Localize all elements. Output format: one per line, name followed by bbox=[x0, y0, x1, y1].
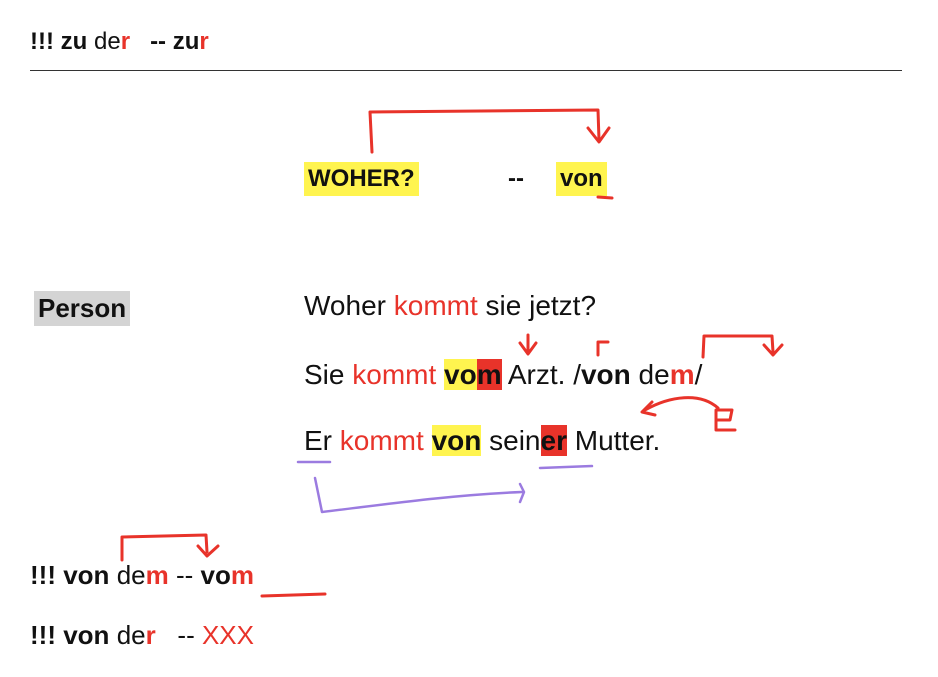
ink-arrowhead-seiner bbox=[640, 400, 657, 417]
ink-arrow-woher-von bbox=[368, 108, 601, 154]
rule-2: !!! von der -- XXX bbox=[30, 620, 254, 651]
category-person: Person bbox=[34, 291, 131, 326]
ink-purple-arrowhead bbox=[518, 482, 526, 504]
rule1-m: m bbox=[145, 560, 169, 590]
ink-arrow-von-dem bbox=[701, 334, 775, 359]
s2-m: m bbox=[476, 359, 502, 390]
header-r1: r bbox=[120, 28, 131, 55]
header-r2: r bbox=[199, 28, 209, 55]
rule1-marks: !!! bbox=[30, 560, 56, 590]
s2-de: de bbox=[638, 359, 670, 390]
ink-tick-r bbox=[596, 340, 610, 357]
rule2-dash: -- bbox=[177, 620, 195, 650]
header-line: !!! zu der -- zur bbox=[30, 28, 209, 56]
rule1-de: de bbox=[116, 560, 146, 590]
ink-arrowhead-woher-von bbox=[586, 126, 611, 144]
ink-arrowhead-von-dem bbox=[762, 343, 784, 357]
sentence-1: Woher kommt sie jetzt? bbox=[304, 290, 596, 322]
woher-von: von bbox=[556, 162, 607, 196]
s1-woher: Woher bbox=[304, 290, 386, 321]
ink-arrow-seiner bbox=[643, 396, 720, 412]
woher-question: WOHER? bbox=[304, 162, 419, 196]
s1-kommt: kommt bbox=[393, 290, 478, 321]
ink-underline-von-n bbox=[596, 195, 614, 200]
s3-kommt: kommt bbox=[339, 425, 424, 456]
ink-underline-rule1-vom bbox=[260, 592, 327, 598]
ink-arrowhead-vom bbox=[518, 341, 538, 356]
s3-von: von bbox=[431, 425, 482, 456]
header-divider bbox=[30, 70, 902, 71]
s2-von: von bbox=[580, 359, 631, 390]
rule2-r: r bbox=[145, 620, 156, 650]
header-dash: -- bbox=[150, 28, 167, 55]
rule2-de: de bbox=[116, 620, 146, 650]
sentence-3: Er kommt von seiner Mutter. bbox=[304, 425, 660, 457]
sentence-2: Sie kommt vom Arzt. /von dem/ bbox=[304, 359, 702, 391]
header-zu2: zu bbox=[172, 28, 200, 55]
s2-vo: vo bbox=[444, 359, 477, 390]
s3-mutter: Mutter. bbox=[574, 425, 661, 456]
rule-1: !!! von dem -- vom bbox=[30, 560, 254, 591]
rule1-m2: m bbox=[230, 560, 254, 590]
header-zu: zu bbox=[60, 28, 88, 55]
ink-purple-under-sein bbox=[538, 464, 594, 470]
rule1-von: von bbox=[63, 560, 110, 590]
rule1-vo: vo bbox=[200, 560, 231, 590]
s3-er-ending: er bbox=[540, 425, 567, 456]
ink-arrowhead-rule1 bbox=[196, 544, 220, 558]
s2-m2: m bbox=[669, 359, 695, 390]
s2-slash: / bbox=[694, 359, 703, 390]
s1-rest: sie jetzt? bbox=[485, 290, 597, 321]
ink-letter-r bbox=[714, 408, 737, 432]
ink-purple-connector bbox=[313, 476, 524, 514]
header-de: de bbox=[94, 28, 121, 55]
woher-dash: -- bbox=[508, 165, 524, 192]
ink-arrow-rule1 bbox=[120, 533, 209, 562]
header-marks: !!! bbox=[30, 28, 54, 55]
rule2-von: von bbox=[63, 620, 110, 650]
s2-kommt: kommt bbox=[352, 359, 437, 390]
rule2-xxx: XXX bbox=[201, 620, 254, 650]
rule1-dash: -- bbox=[175, 560, 194, 590]
s2-arzt: Arzt. / bbox=[507, 359, 581, 390]
s2-sie: Sie bbox=[304, 359, 345, 390]
rule2-marks: !!! bbox=[30, 620, 56, 650]
s3-er: Er bbox=[304, 425, 332, 456]
s3-sein: sein bbox=[489, 425, 541, 456]
